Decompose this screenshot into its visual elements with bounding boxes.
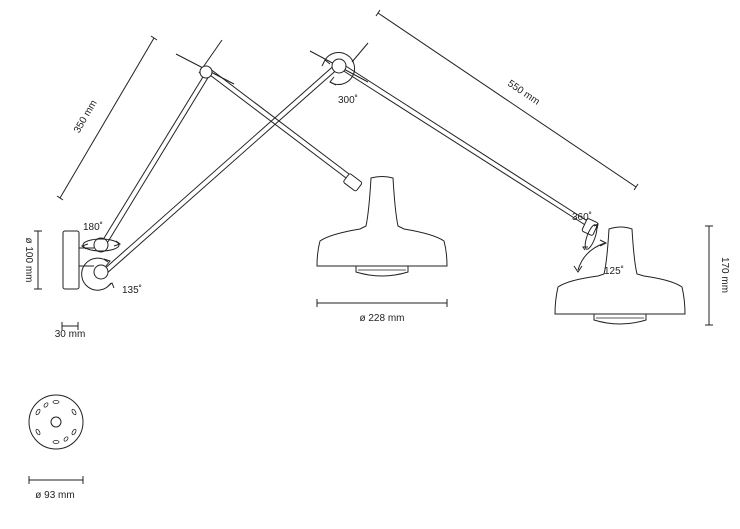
rotation-base-bottom-label: 135˚ — [122, 284, 142, 296]
rotation-elbow-label: 300˚ — [338, 94, 358, 106]
wall-base — [62, 230, 94, 290]
dimension-lines — [28, 9, 713, 484]
canopy-top-view — [28, 394, 84, 450]
rotation-indicators — [80, 51, 608, 291]
canopy-diameter-label: ø 93 mm — [35, 490, 74, 501]
joints — [93, 58, 347, 280]
base-depth-label: 30 mm — [55, 329, 86, 340]
shade-front — [316, 173, 448, 277]
shade-side — [554, 218, 686, 325]
arm-short-dimension-label: 350 mm — [72, 98, 100, 135]
rotation-head-spin-label: 360˚ — [572, 211, 592, 223]
rotation-head-tilt-label: 125˚ — [604, 265, 624, 277]
base-height-label: ø 100 mm — [23, 237, 34, 282]
arm-long-dimension-label: 550 mm — [505, 78, 541, 107]
shade-height-label: 170 mm — [719, 257, 730, 293]
rotation-base-top-label: 180˚ — [83, 221, 103, 233]
shade-diameter-label: ø 228 mm — [359, 313, 404, 324]
